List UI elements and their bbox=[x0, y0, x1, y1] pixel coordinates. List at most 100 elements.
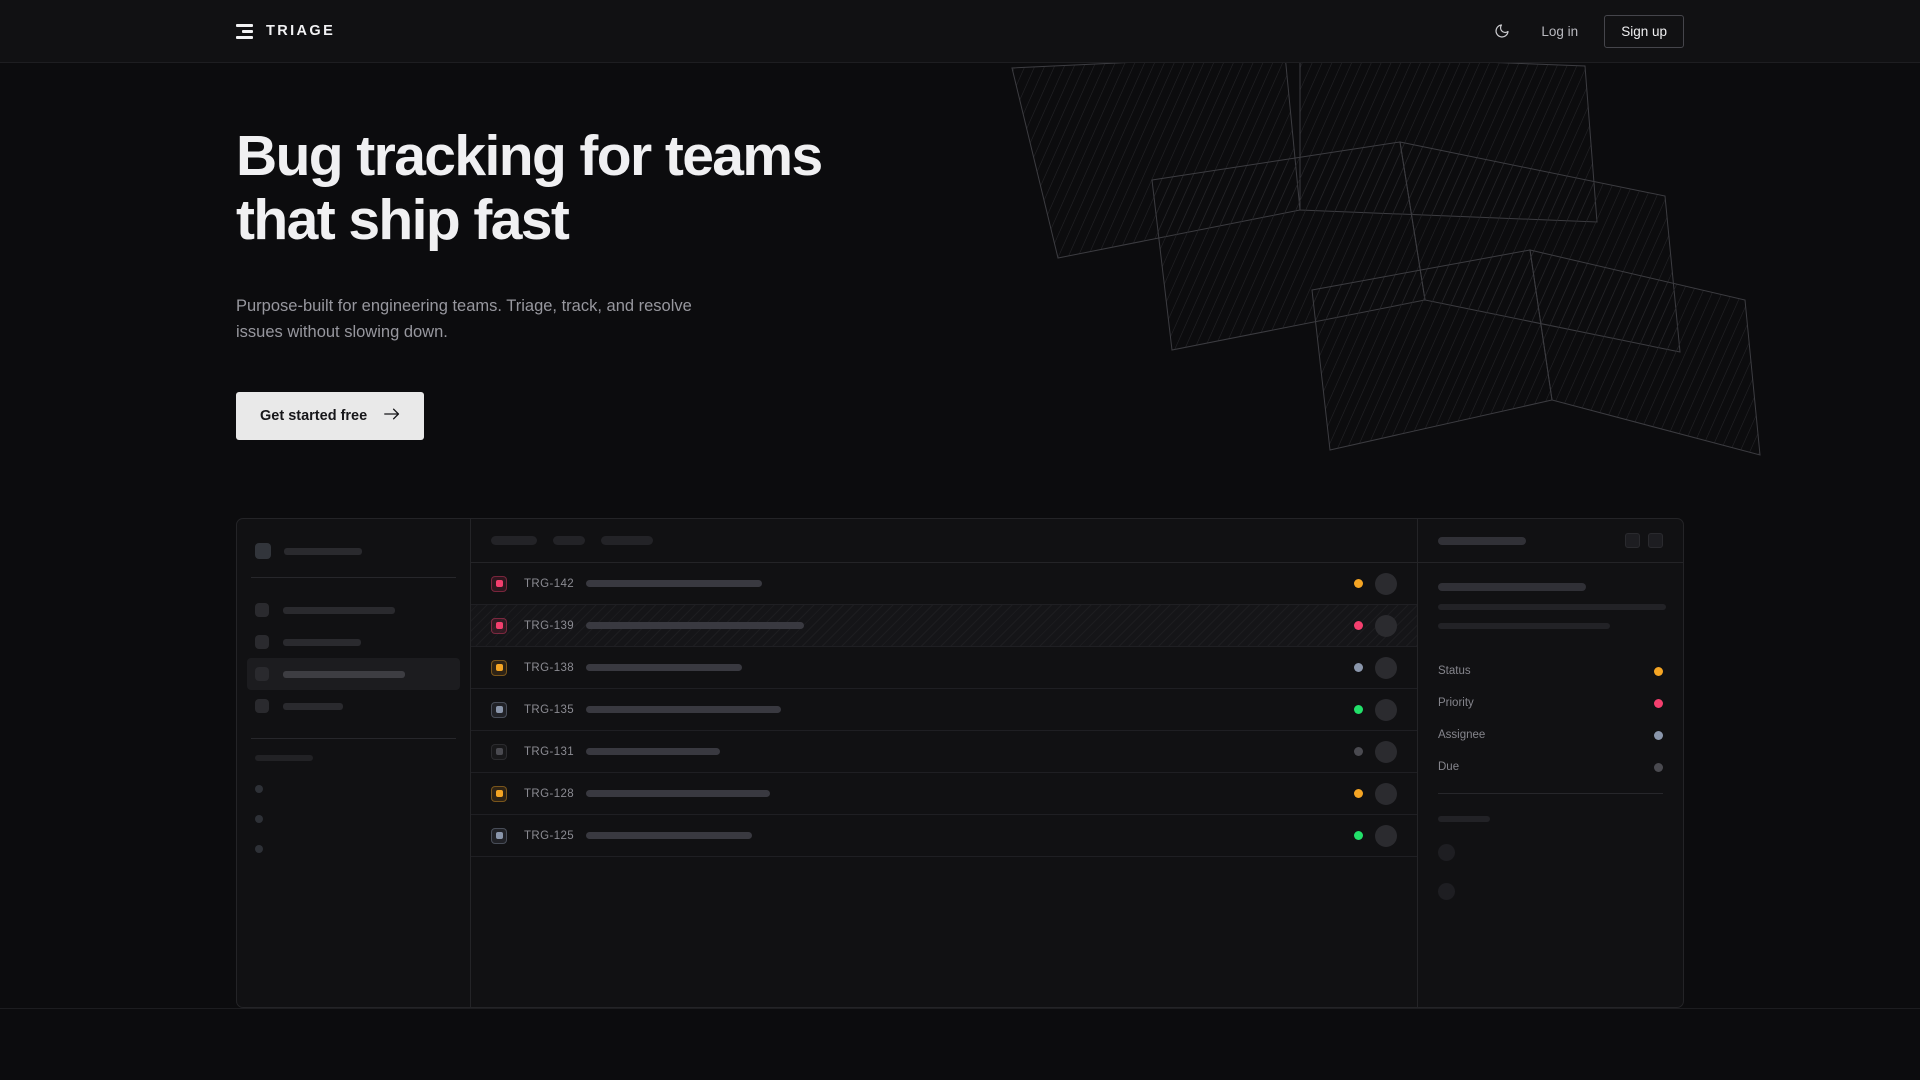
field-value-indicator bbox=[1654, 698, 1663, 708]
status-badge bbox=[1354, 663, 1363, 673]
table-row[interactable]: TRG-135 bbox=[471, 689, 1417, 732]
issue-id: TRG-125 bbox=[524, 829, 575, 842]
row-meta bbox=[1336, 698, 1397, 721]
sidebar-item-4[interactable] bbox=[247, 690, 460, 722]
status-badge bbox=[1354, 705, 1363, 715]
priority-badge bbox=[491, 659, 507, 676]
toolbar-chip-3[interactable] bbox=[601, 536, 653, 546]
row-meta bbox=[1336, 740, 1397, 763]
sidebar-item-icon bbox=[255, 667, 269, 682]
field-value-indicator bbox=[1654, 666, 1663, 676]
toolbar-chip-2[interactable] bbox=[553, 536, 585, 546]
activity-avatar-2[interactable] bbox=[1438, 883, 1455, 901]
issue-title-placeholder bbox=[586, 790, 770, 798]
detail-header-buttons bbox=[1625, 533, 1663, 549]
signup-button[interactable]: Sign up bbox=[1604, 14, 1684, 48]
moon-icon[interactable] bbox=[1489, 18, 1515, 44]
sidebar-item-3[interactable] bbox=[247, 658, 460, 691]
table-row[interactable]: TRG-139 bbox=[471, 605, 1417, 648]
sidebar-item-label-placeholder bbox=[283, 670, 405, 678]
workspace-name-placeholder bbox=[284, 547, 362, 555]
row-meta bbox=[1336, 572, 1397, 595]
row-meta bbox=[1336, 782, 1397, 805]
detail-field-priority[interactable]: Priority bbox=[1438, 687, 1663, 719]
priority-badge bbox=[491, 827, 507, 844]
detail-field-assignee[interactable]: Assignee bbox=[1438, 719, 1663, 751]
issue-title-placeholder bbox=[586, 580, 762, 588]
sidebar-item-2[interactable] bbox=[247, 626, 460, 658]
issue-title-placeholder bbox=[586, 832, 752, 840]
sidebar-mini-item-2[interactable] bbox=[255, 815, 263, 824]
mockup-sidebar bbox=[237, 519, 471, 1008]
sidebar-footer-divider bbox=[251, 738, 456, 740]
priority-badge bbox=[491, 701, 507, 718]
status-badge bbox=[1354, 789, 1363, 799]
status-badge bbox=[1354, 579, 1363, 589]
top-navigation: TRIAGE Log in Sign up bbox=[0, 0, 1920, 63]
activity-avatar-1[interactable] bbox=[1438, 844, 1455, 862]
sidebar-divider bbox=[251, 577, 456, 579]
hero-section: Bug tracking for teams that ship fast Pu… bbox=[0, 63, 1920, 441]
priority-badge bbox=[491, 617, 507, 634]
sidebar-item-1[interactable] bbox=[247, 594, 460, 626]
table-row[interactable]: TRG-138 bbox=[471, 647, 1417, 690]
more-button[interactable] bbox=[1648, 533, 1663, 549]
arrow-right-icon bbox=[384, 407, 400, 425]
detail-field-due[interactable]: Due bbox=[1438, 751, 1663, 783]
field-label: Status bbox=[1438, 665, 1471, 678]
sidebar-item-icon bbox=[255, 603, 269, 618]
table-row[interactable]: TRG-125 bbox=[471, 815, 1417, 858]
table-row[interactable]: TRG-128 bbox=[471, 773, 1417, 816]
login-link[interactable]: Log in bbox=[1541, 23, 1579, 39]
workspace-icon bbox=[255, 543, 271, 560]
avatar[interactable] bbox=[1375, 740, 1397, 763]
sidebar-mini-item-1[interactable] bbox=[255, 785, 263, 794]
sidebar-item-label-placeholder bbox=[283, 638, 361, 646]
brand-name: TRIAGE bbox=[266, 23, 336, 39]
page-title: Bug tracking for teams that ship fast bbox=[236, 124, 876, 253]
sidebar-nav bbox=[247, 578, 460, 722]
issue-title-placeholder bbox=[586, 664, 742, 672]
row-meta bbox=[1336, 824, 1397, 847]
issue-id: TRG-142 bbox=[524, 577, 575, 590]
avatar[interactable] bbox=[1375, 824, 1397, 847]
issue-id: TRG-139 bbox=[524, 619, 575, 632]
detail-field-status[interactable]: Status bbox=[1438, 655, 1663, 687]
priority-badge bbox=[491, 785, 507, 802]
hero-paragraph: Purpose-built for engineering teams. Tri… bbox=[236, 296, 692, 342]
activity-label-placeholder bbox=[1438, 816, 1490, 823]
nav-actions: Log in Sign up bbox=[1489, 14, 1684, 48]
issue-id: TRG-128 bbox=[524, 787, 575, 800]
sidebar-item-icon bbox=[255, 635, 269, 650]
issue-id: TRG-135 bbox=[524, 703, 575, 716]
brand-logo[interactable]: TRIAGE bbox=[236, 23, 335, 39]
avatar[interactable] bbox=[1375, 698, 1397, 721]
avatar[interactable] bbox=[1375, 782, 1397, 805]
avatar[interactable] bbox=[1375, 614, 1397, 637]
expand-button[interactable] bbox=[1625, 533, 1640, 549]
get-started-button[interactable]: Get started free bbox=[236, 392, 425, 441]
sidebar-mini-item-3[interactable] bbox=[255, 845, 263, 854]
avatar[interactable] bbox=[1375, 656, 1397, 679]
get-started-label: Get started free bbox=[260, 408, 368, 425]
detail-body-line-2 bbox=[1438, 623, 1610, 630]
status-badge bbox=[1354, 831, 1363, 841]
avatar[interactable] bbox=[1375, 572, 1397, 595]
table-row[interactable]: TRG-142 bbox=[471, 563, 1417, 606]
hero-heading-line-2: that ship fast bbox=[236, 187, 570, 252]
sidebar-footer bbox=[251, 738, 456, 854]
issue-title-placeholder bbox=[586, 706, 781, 714]
row-meta bbox=[1336, 656, 1397, 679]
issue-id: TRG-138 bbox=[524, 661, 575, 674]
sidebar-item-label-placeholder bbox=[283, 606, 395, 614]
toolbar-chip-1[interactable] bbox=[491, 536, 537, 546]
detail-title-placeholder bbox=[1438, 536, 1526, 545]
issue-list-toolbar bbox=[471, 519, 1417, 564]
table-row[interactable]: TRG-131 bbox=[471, 731, 1417, 774]
workspace-switcher[interactable] bbox=[255, 537, 452, 577]
row-meta bbox=[1336, 614, 1397, 637]
